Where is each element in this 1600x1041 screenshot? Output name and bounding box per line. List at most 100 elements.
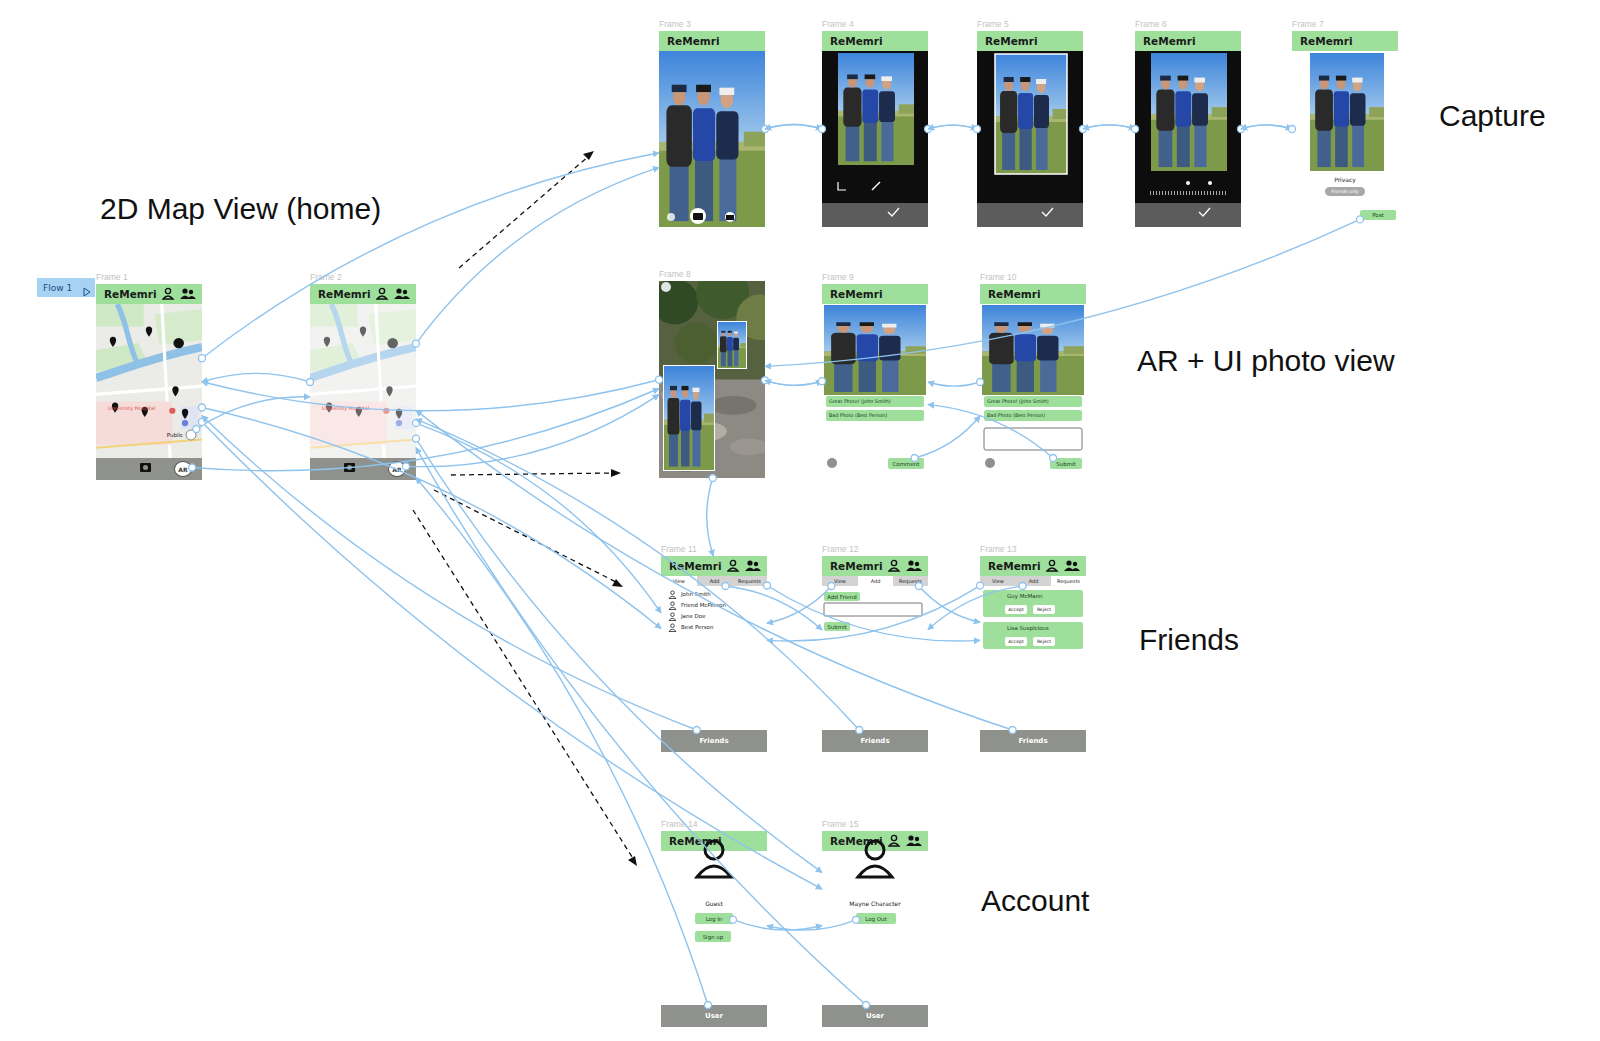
frame-label: Frame 9 — [822, 272, 854, 282]
tab-button: Add — [697, 576, 732, 586]
section-pointer-arrows-part — [434, 490, 618, 583]
action-button: Log In — [695, 913, 733, 924]
prototype-connector — [928, 125, 977, 129]
app-header: ReMemri — [661, 831, 767, 851]
footer-bar: Friends — [661, 730, 767, 752]
node-text: Add Friend — [827, 594, 856, 600]
prototype-connector — [202, 153, 659, 358]
node-text: User — [866, 1012, 884, 1020]
frame-label: Frame 5 — [977, 19, 1009, 29]
node-text: AR — [178, 466, 187, 473]
prototype-connector — [1241, 125, 1292, 129]
node-text: View — [673, 578, 685, 584]
tab-button: Add — [1016, 576, 1051, 586]
node-text: AR — [392, 466, 401, 473]
node-text: Friends — [860, 737, 889, 745]
prototype-connector — [1083, 125, 1135, 129]
screen-text: Guest — [661, 900, 767, 907]
node-text: Add — [1029, 578, 1039, 584]
frame-label: Frame 13 — [980, 544, 1016, 554]
frame-label: Frame 12 — [822, 544, 858, 554]
node-text: Submit — [827, 624, 847, 630]
frame-label: Frame 6 — [1135, 19, 1167, 29]
section-pointer-heads-part — [611, 469, 621, 477]
node-text: Accept — [1008, 607, 1024, 612]
section-pointer-arrows-part — [459, 155, 590, 268]
prototype-connector — [919, 586, 980, 622]
action-button: Comment — [888, 458, 924, 469]
prototype-connector — [196, 397, 310, 429]
screen-text: Jane Doe — [681, 613, 706, 619]
node-text: Friends — [1018, 737, 1047, 745]
screen-text: Privacy — [1292, 176, 1398, 183]
action-button: Add Friend — [824, 592, 860, 601]
ar-view-frame-8-part — [652, 268, 783, 478]
screen-frame: Frame 4ReMemri — [822, 31, 928, 227]
screen-frame: Frame 13ReMemriViewAddRequestsGuy McMann… — [980, 556, 1086, 752]
action-button: Log Out — [856, 913, 896, 924]
section-pointer-heads-part — [612, 579, 623, 587]
section-title: Friends — [1139, 623, 1239, 657]
section-pointer-heads-part — [583, 151, 594, 160]
section-title: Account — [981, 884, 1089, 918]
tab-button: View — [822, 576, 858, 586]
node-text: Reject — [1037, 607, 1051, 612]
screen-frame: Frame 10ReMemriGreat Photo! (John Smith)… — [980, 284, 1086, 480]
screen-frame: Frame 2ReMemriUniversity HospitalAR — [310, 284, 416, 480]
tab-button-active: Add — [858, 576, 893, 586]
node-text: Great Photo! (John Smith) — [829, 399, 891, 404]
screen-text: Friend McPerson — [681, 602, 726, 608]
action-button: Submit — [1050, 458, 1082, 469]
node-text: Log Out — [865, 916, 887, 922]
request-card: Guy McMannAccept Reject — [983, 590, 1083, 617]
app-header: ReMemri — [980, 284, 1086, 304]
frame-label: Frame 11 — [661, 544, 697, 554]
section-pointer-heads — [583, 151, 637, 866]
action-button: Submit — [824, 622, 850, 631]
screen-frame: Frame 1ReMemriUniversity HospitalPublicA… — [96, 284, 202, 480]
prototype-connector — [928, 125, 977, 129]
node-text: Requests — [899, 578, 922, 584]
prototype-connector — [707, 478, 714, 556]
node-text: User — [705, 1012, 723, 1020]
section-pointer-arrows-part — [451, 473, 615, 475]
footer-bar: User — [822, 1005, 928, 1027]
section-title: AR + UI photo view — [1137, 344, 1395, 378]
prototype-connector — [416, 439, 822, 873]
prototype-connector — [765, 380, 822, 385]
frame-label: Frame 7 — [1292, 19, 1324, 29]
action-button: Sign up — [695, 931, 731, 942]
action-button: Post — [1360, 210, 1396, 220]
node-text: Great Photo! (John Smith) — [987, 399, 1049, 404]
ar-button: AR — [174, 461, 192, 477]
section-pointer-arrows — [413, 155, 634, 860]
node-text: Log In — [706, 916, 723, 922]
section-title: 2D Map View (home) — [100, 192, 381, 226]
prototype-connector — [416, 448, 866, 1005]
node-text: Post — [1372, 212, 1384, 218]
card-button: Reject — [1033, 637, 1055, 646]
screen-text: University Hospital — [322, 405, 369, 411]
prototype-connector — [202, 373, 310, 382]
node-text: Guy McMann — [1007, 593, 1083, 599]
prototype-connector — [202, 380, 659, 411]
screen-frame: Frame 6ReMemri — [1135, 31, 1241, 227]
footer-bar: Friends — [980, 730, 1086, 752]
screen-frame: Frame 8 — [659, 281, 765, 478]
app-header: ReMemri — [822, 556, 928, 576]
privacy-toggle: Friends only — [1325, 187, 1365, 196]
node-text: View — [992, 578, 1004, 584]
app-header: ReMemri — [977, 31, 1083, 51]
app-header: ReMemri — [659, 31, 765, 51]
screen-text: John Smith — [681, 591, 711, 597]
flow-start-tag: Flow 1 — [37, 278, 95, 297]
screen-frame: Frame 11ReMemriJohn SmithFriend McPerson… — [661, 556, 767, 752]
app-header: ReMemri — [1292, 31, 1398, 51]
toggle-switch: Public — [152, 429, 198, 441]
node-text: Accept — [1008, 639, 1024, 644]
screen-frame: Frame 12ReMemriViewAddRequestsAdd Friend… — [822, 556, 928, 752]
comment-box: Bad Photo (Best Person) — [826, 410, 924, 421]
prototype-connector — [765, 124, 822, 129]
card-button: Accept — [1005, 637, 1027, 646]
screen-frame: Frame 5ReMemri — [977, 31, 1083, 227]
